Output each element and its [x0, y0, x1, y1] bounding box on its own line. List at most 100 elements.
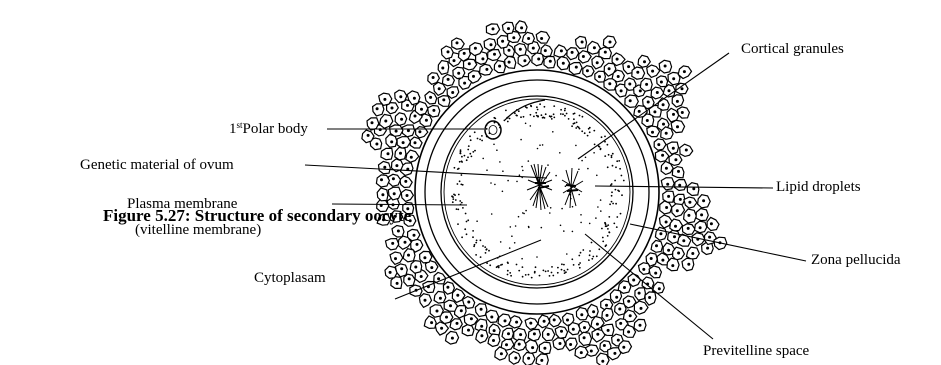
cortical-granule [613, 223, 615, 225]
cortical-granule [621, 194, 623, 196]
cortical-granule [564, 115, 566, 117]
follicle-nucleus [507, 27, 510, 30]
follicle-nucleus [659, 232, 662, 235]
lipid-droplet [518, 216, 520, 218]
cortical-granule [505, 110, 507, 112]
cortical-granule [452, 201, 454, 203]
follicle-nucleus [531, 346, 534, 349]
cortical-granule [562, 113, 564, 115]
follicle-nucleus [706, 247, 709, 250]
lipid-droplet [580, 222, 582, 224]
follicle-nucleus [575, 66, 578, 69]
follicle-nucleus [508, 61, 511, 64]
cortical-granule [578, 264, 580, 266]
follicle-nucleus [519, 333, 522, 336]
follicle-nucleus [436, 310, 439, 313]
follicle-nucleus [590, 350, 593, 353]
cortical-granule [468, 145, 470, 147]
follicle-nucleus [447, 50, 450, 53]
follicle-nucleus [613, 352, 616, 355]
follicle-nucleus [406, 104, 409, 107]
follicle-nucleus [410, 156, 413, 159]
follicle-nucleus [371, 121, 374, 124]
follicle-nucleus [672, 77, 675, 80]
follicle-nucleus [445, 316, 448, 319]
cortical-granule [480, 239, 482, 241]
follicle-nucleus [667, 249, 670, 252]
lipid-droplet [572, 206, 574, 208]
follicle-nucleus [492, 339, 495, 342]
lipid-droplet [493, 144, 495, 146]
follicle-nucleus [627, 330, 630, 333]
cortical-granule [616, 226, 618, 228]
cortical-granule [605, 244, 607, 246]
follicle-nucleus [665, 206, 668, 209]
lipid-droplet [550, 207, 552, 209]
follicle-nucleus [381, 193, 384, 196]
follicle-nucleus [638, 292, 641, 295]
follicle-nucleus [656, 91, 659, 94]
lipid-droplet [521, 166, 523, 168]
cortical-granule [564, 108, 566, 110]
follicle-nucleus [609, 41, 612, 44]
follicle-nucleus [540, 37, 543, 40]
follicle-nucleus [657, 143, 660, 146]
cortical-granule [528, 274, 530, 276]
follicle-nucleus [586, 69, 589, 72]
follicle-nucleus [420, 108, 423, 111]
follicle-nucleus [391, 107, 394, 110]
follicle-nucleus [406, 194, 409, 197]
cortical-granule [515, 114, 517, 116]
cortical-granule [561, 269, 563, 271]
follicle-nucleus [543, 320, 546, 323]
cortical-granule [589, 254, 591, 256]
cortical-granule [462, 207, 464, 209]
cortical-granule [574, 122, 576, 124]
cortical-granule [504, 120, 506, 122]
lipid-droplet [510, 226, 512, 228]
cortical-granule [464, 228, 466, 230]
follicle-nucleus [468, 62, 471, 65]
follicle-cell [579, 332, 592, 345]
follicle-nucleus [628, 83, 631, 86]
follicle-nucleus [629, 99, 632, 102]
cortical-granule [507, 274, 509, 276]
cortical-granule [601, 136, 603, 138]
follicle-nucleus [710, 222, 713, 225]
cortical-granule [608, 154, 610, 156]
cortical-granule [568, 118, 570, 120]
cortical-granule [466, 159, 468, 161]
lipid-droplet [496, 149, 498, 151]
cortical-granule [611, 183, 613, 185]
follicle-nucleus [627, 300, 630, 303]
follicle-nucleus [636, 71, 639, 74]
follicle-nucleus [400, 118, 403, 121]
cortical-granule [469, 153, 471, 155]
follicle-nucleus [500, 352, 503, 355]
follicle-nucleus [608, 67, 611, 70]
cortical-granule [536, 115, 538, 117]
follicle-nucleus [441, 67, 444, 70]
cortical-granule [469, 135, 471, 137]
cortical-granule [615, 166, 617, 168]
cortical-granule [579, 115, 581, 117]
cortical-granule [461, 236, 463, 238]
follicle-nucleus [678, 184, 681, 187]
follicle-nucleus [395, 130, 398, 133]
follicle-nucleus [481, 57, 484, 60]
cortical-granule [472, 230, 474, 232]
lipid-droplet [530, 125, 532, 127]
follicle-nucleus [571, 51, 574, 54]
label-polar-body: 1stPolar body [229, 121, 308, 138]
lipid-droplet [519, 174, 521, 176]
follicle-nucleus [661, 259, 664, 262]
follicle-cell [395, 264, 407, 277]
follicle-nucleus [687, 227, 690, 230]
lipid-droplet [521, 258, 523, 260]
cortical-granule [589, 131, 591, 133]
follicle-nucleus [620, 89, 623, 92]
cortical-granule [607, 235, 609, 237]
cortical-granule [551, 272, 553, 274]
cortical-granule [551, 118, 553, 120]
follicle-nucleus [392, 177, 395, 180]
